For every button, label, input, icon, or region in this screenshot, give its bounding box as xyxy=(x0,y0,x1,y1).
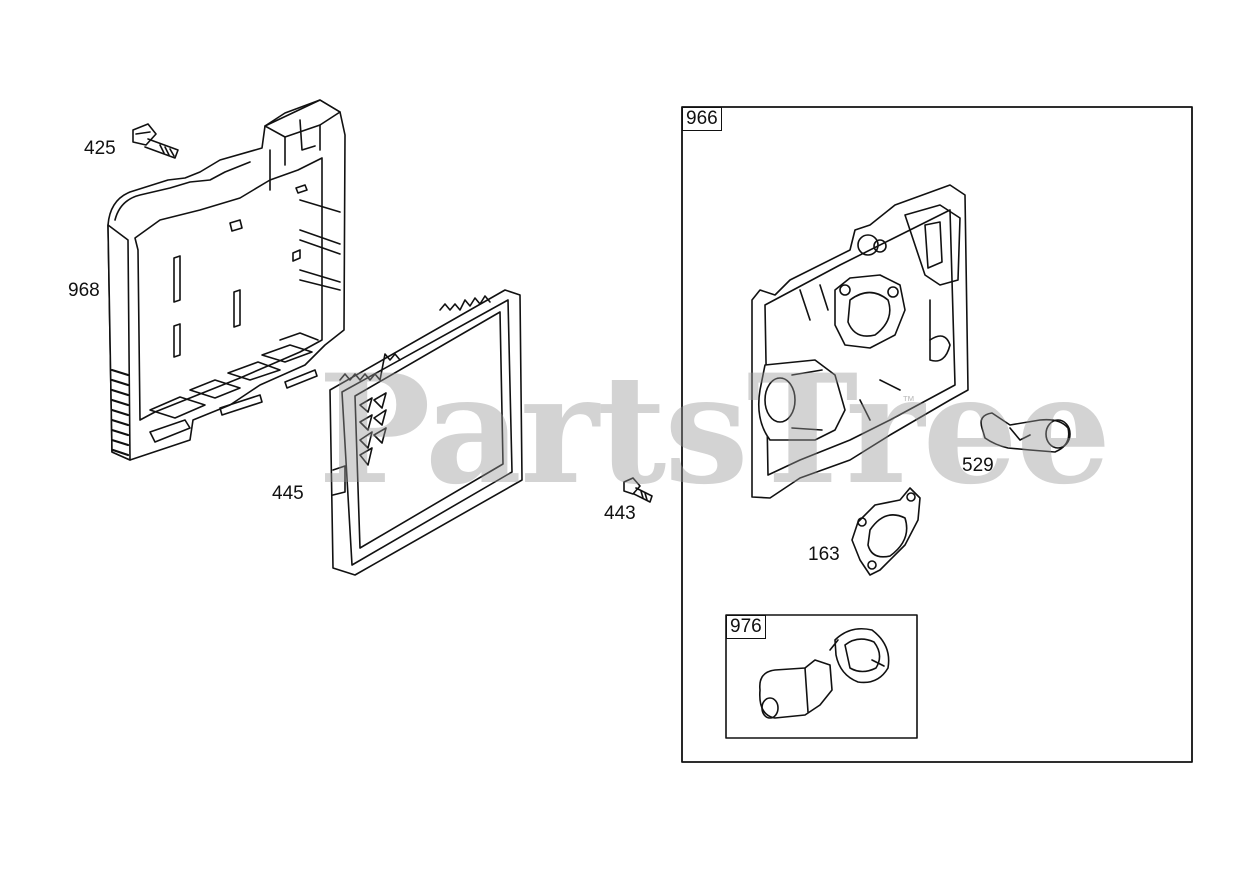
kit-976-frame xyxy=(725,614,918,739)
air-cleaner-base-kit-966-drawing xyxy=(751,184,969,499)
air-cleaner-base-968-drawing xyxy=(107,99,346,461)
bolt-425-drawing xyxy=(132,123,179,159)
air-filter-445-drawing xyxy=(329,289,523,576)
carburetor-kit-976-drawing xyxy=(758,627,890,719)
screw-443-drawing xyxy=(623,477,653,503)
part-label-163[interactable]: 163 xyxy=(808,544,840,565)
part-label-529[interactable]: 529 xyxy=(962,455,994,476)
part-label-445[interactable]: 445 xyxy=(272,483,304,504)
part-label-968[interactable]: 968 xyxy=(68,280,100,301)
watermark-trademark: ™ xyxy=(902,393,915,408)
part-label-425[interactable]: 425 xyxy=(84,138,116,159)
breather-tube-529-drawing xyxy=(980,412,1071,453)
part-label-443[interactable]: 443 xyxy=(604,503,636,524)
gasket-163-drawing xyxy=(851,487,921,576)
part-label-976[interactable]: 976 xyxy=(726,615,766,639)
kit-966-frame xyxy=(681,106,1193,763)
part-label-966[interactable]: 966 xyxy=(682,107,722,131)
